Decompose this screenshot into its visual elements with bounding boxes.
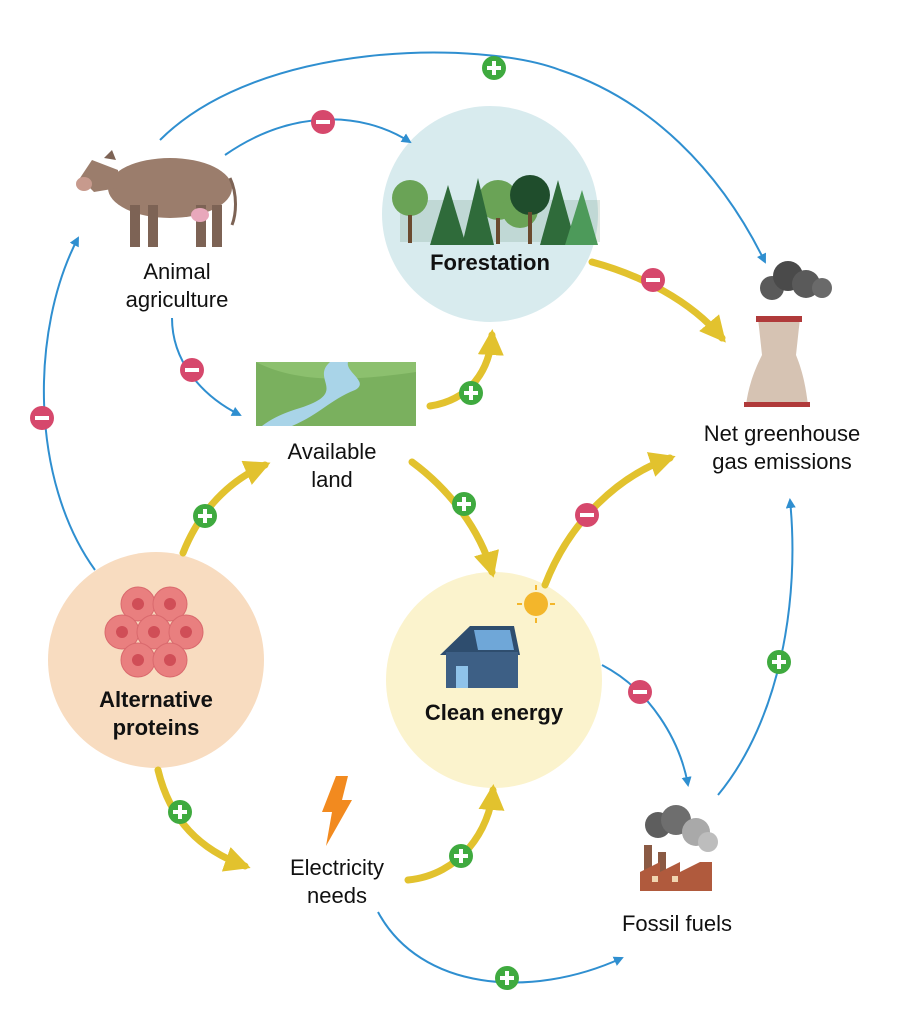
power-plant-icon xyxy=(744,261,832,407)
net-ghg-label: Net greenhouse gas emissions xyxy=(672,420,892,476)
link-land-to-energy xyxy=(408,458,499,578)
available-land-line1: Available xyxy=(287,439,377,464)
fossil-fuels-label: Fossil fuels xyxy=(592,910,762,938)
clean-energy-line1: Clean energy xyxy=(424,700,564,725)
link-energy-to-ghg xyxy=(541,452,676,589)
link-electricity-to-energy xyxy=(404,784,505,884)
link-energy-to-fossil xyxy=(601,664,692,787)
link-fossil-to-ghg xyxy=(717,498,796,796)
link-electricity-to-fossil xyxy=(377,911,624,984)
sign-minus-proteins-animal xyxy=(30,406,54,430)
sign-plus-electricity-energy xyxy=(449,844,473,868)
link-land-to-forestation xyxy=(426,329,504,410)
alternative-proteins-label: Alternative proteins xyxy=(66,686,246,742)
sign-minus-forestation-ghg xyxy=(641,268,665,292)
sign-plus-land-energy xyxy=(452,492,476,516)
alternative-proteins-line2: proteins xyxy=(112,715,200,740)
available-land-line2: land xyxy=(311,467,353,492)
forest-icon xyxy=(392,175,600,245)
link-animal-to-ghg xyxy=(159,51,766,264)
link-forestation-to-ghg xyxy=(588,258,726,343)
forestation-label: Forestation xyxy=(410,249,570,277)
sign-plus-electricity-fossil xyxy=(495,966,519,990)
net-ghg-line2: gas emissions xyxy=(712,449,852,474)
sign-minus-energy-fossil xyxy=(628,680,652,704)
link-proteins-to-electricity xyxy=(154,766,251,872)
link-proteins-to-animal xyxy=(42,236,96,571)
cow-icon xyxy=(76,150,237,247)
solar-house-icon xyxy=(440,585,555,688)
sign-plus-proteins-land xyxy=(193,504,217,528)
sign-minus-animal-land xyxy=(180,358,204,382)
sign-plus-proteins-electricity xyxy=(168,800,192,824)
sign-plus-fossil-ghg xyxy=(767,650,791,674)
animal-agriculture-line2: agriculture xyxy=(125,287,229,312)
lightning-icon xyxy=(322,776,352,846)
electricity-needs-line1: Electricity xyxy=(289,855,385,880)
alternative-proteins-line1: Alternative xyxy=(99,687,213,712)
animal-agriculture-label: Animal agriculture xyxy=(92,258,262,314)
clean-energy-label: Clean energy xyxy=(404,699,584,727)
river-land-icon xyxy=(256,362,416,426)
sign-plus-land-forestation xyxy=(459,381,483,405)
electricity-needs-label: Electricity needs xyxy=(262,854,412,910)
factory-icon xyxy=(640,805,718,891)
available-land-label: Available land xyxy=(262,438,402,494)
link-proteins-to-land xyxy=(179,460,271,557)
forestation-line1: Forestation xyxy=(430,250,550,275)
sign-plus-animal-ghg xyxy=(482,56,506,80)
animal-agriculture-line1: Animal xyxy=(143,259,211,284)
electricity-needs-line2: needs xyxy=(307,883,367,908)
sign-minus-animal-forestation xyxy=(311,110,335,134)
sign-minus-energy-ghg xyxy=(575,503,599,527)
net-ghg-line1: Net greenhouse xyxy=(703,421,861,446)
fossil-fuels-line1: Fossil fuels xyxy=(621,911,733,936)
